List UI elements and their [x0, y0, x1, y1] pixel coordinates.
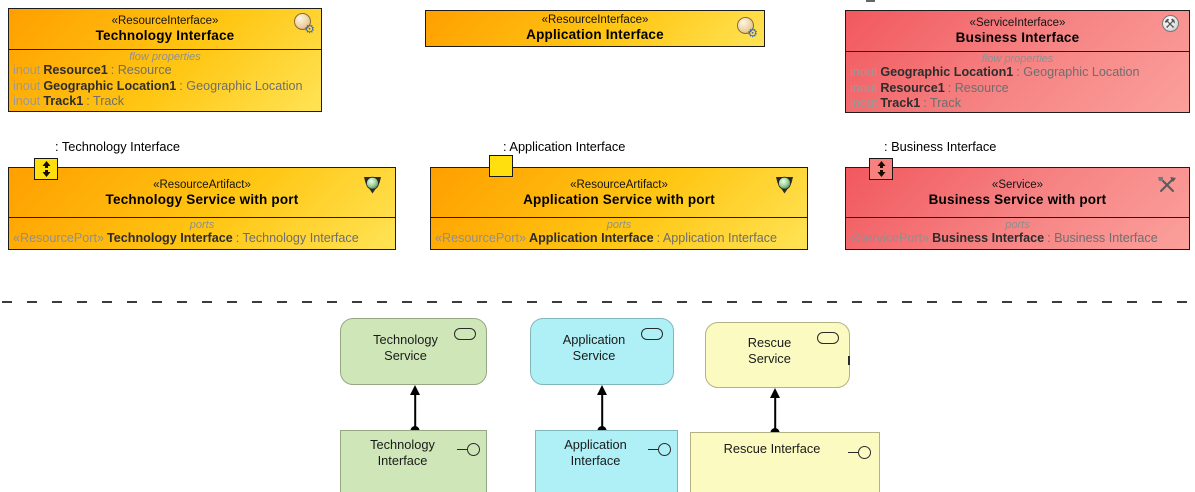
service-pill-icon — [641, 328, 663, 340]
port-line: «ResourcePort»Application Interface: App… — [435, 231, 777, 245]
compartment-label: ports — [189, 219, 215, 231]
service-name: Application Service — [562, 331, 626, 363]
rescue-interface-shape[interactable]: Rescue Interface — [690, 432, 880, 492]
stereotype-label: «ResourceArtifact» — [153, 178, 251, 191]
application-service-with-port-box[interactable]: «ResourceArtifact» Application Service w… — [430, 167, 808, 250]
class-name: Technology Service with port — [105, 191, 299, 207]
class-header: «Service» Business Service with port — [846, 168, 1189, 217]
compartment-label: ports — [1005, 219, 1030, 231]
resource-port[interactable] — [34, 158, 58, 180]
lollipop-interface-icon — [848, 446, 871, 459]
business-interface-class[interactable]: «ServiceInterface» Business Interface ⚒ … — [845, 10, 1190, 113]
interface-name: Rescue Interface — [723, 441, 821, 456]
compartment-label: flow properties — [129, 51, 201, 63]
class-header: «ResourceInterface» Technology Interface… — [9, 9, 321, 49]
class-header: «ResourceArtifact» Application Service w… — [431, 168, 807, 217]
service-pill-icon — [454, 328, 476, 340]
circle-icon — [294, 13, 311, 30]
technology-service-shape[interactable]: Technology Service — [340, 318, 487, 385]
port-instance-label: : Application Interface — [503, 139, 626, 154]
port-instance-label: : Technology Interface — [55, 139, 180, 154]
stereotype-label: «ServiceInterface» — [969, 17, 1066, 29]
port-line: «ResourcePort»Technology Interface: Tech… — [13, 231, 359, 245]
resource-interface-icon: ⚙ — [736, 17, 758, 40]
business-service-with-port-box[interactable]: «Service» Business Service with port por… — [845, 167, 1190, 250]
crossed-tools-icon — [1157, 176, 1179, 196]
compartment-label: flow properties — [981, 53, 1054, 65]
class-name: Business Service with port — [928, 191, 1107, 207]
phase-separator-line[interactable] — [0, 291, 1195, 303]
service-interface-icon: ⚒ — [1161, 15, 1183, 35]
gear-icon: ⚙ — [304, 22, 315, 36]
compartment-label: ports — [606, 219, 632, 231]
circle-icon — [1162, 15, 1179, 32]
class-name: Application Interface — [526, 27, 664, 42]
technology-interface-shape[interactable]: Technology Interface — [340, 430, 487, 492]
service-name: Technology Service — [373, 331, 438, 363]
lollipop-interface-icon — [648, 443, 671, 456]
service-port[interactable] — [869, 158, 893, 180]
application-interface-shape[interactable]: Application Interface — [535, 430, 678, 492]
resource-artifact-icon — [775, 176, 797, 196]
stereotype-label: «Service» — [991, 178, 1044, 191]
application-interface-class[interactable]: «ResourceInterface» Application Interfac… — [425, 10, 765, 47]
class-header: «ResourceArtifact» Technology Service wi… — [9, 168, 395, 217]
interface-name: Technology Interface — [370, 437, 435, 468]
inout-arrows-icon — [877, 161, 885, 177]
crossed-tools-icon: ⚒ — [1164, 16, 1176, 31]
class-name: Business Interface — [955, 30, 1080, 45]
rescue-service-shape[interactable]: Rescue Service — [705, 322, 850, 388]
circle-icon — [737, 17, 754, 34]
ports-compartment: ports «ResourcePort»Technology Interface… — [9, 217, 395, 248]
clipped-artifact — [866, 0, 875, 2]
ports-compartment: ports «ServicePort»Business Interface: B… — [846, 217, 1189, 248]
stereotype-label: «ResourceInterface» — [111, 15, 219, 27]
resource-interface-icon: ⚙ — [293, 13, 315, 36]
stereotype-label: «ResourceArtifact» — [570, 178, 668, 191]
connector-stub — [848, 356, 850, 365]
assignment-connector[interactable] — [767, 388, 783, 437]
class-name: Technology Interface — [95, 28, 235, 43]
application-service-shape[interactable]: Application Service — [530, 318, 674, 385]
class-name: Application Service with port — [523, 191, 715, 207]
service-pill-icon — [817, 332, 839, 344]
port-line: «ServicePort»Business Interface: Busines… — [850, 231, 1158, 245]
stereotype-label: «ResourceInterface» — [541, 14, 649, 26]
resource-artifact-icon — [363, 176, 385, 196]
assignment-connector[interactable] — [594, 385, 610, 435]
port-instance-label: : Business Interface — [884, 139, 997, 154]
gear-icon: ⚙ — [747, 26, 758, 40]
interface-name: Application Interface — [564, 437, 627, 468]
class-header: «ServiceInterface» Business Interface ⚒ — [846, 11, 1189, 51]
lollipop-interface-icon — [457, 443, 480, 456]
assignment-connector[interactable] — [407, 385, 423, 435]
class-header: «ResourceInterface» Application Interfac… — [426, 11, 764, 45]
inout-arrows-icon — [42, 161, 50, 177]
resource-port[interactable] — [489, 155, 513, 177]
service-name: Rescue Service — [747, 335, 792, 366]
ports-compartment: ports «ResourcePort»Application Interfac… — [431, 217, 807, 248]
technology-service-with-port-box[interactable]: «ResourceArtifact» Technology Service wi… — [8, 167, 396, 250]
technology-interface-class[interactable]: «ResourceInterface» Technology Interface… — [8, 8, 322, 112]
